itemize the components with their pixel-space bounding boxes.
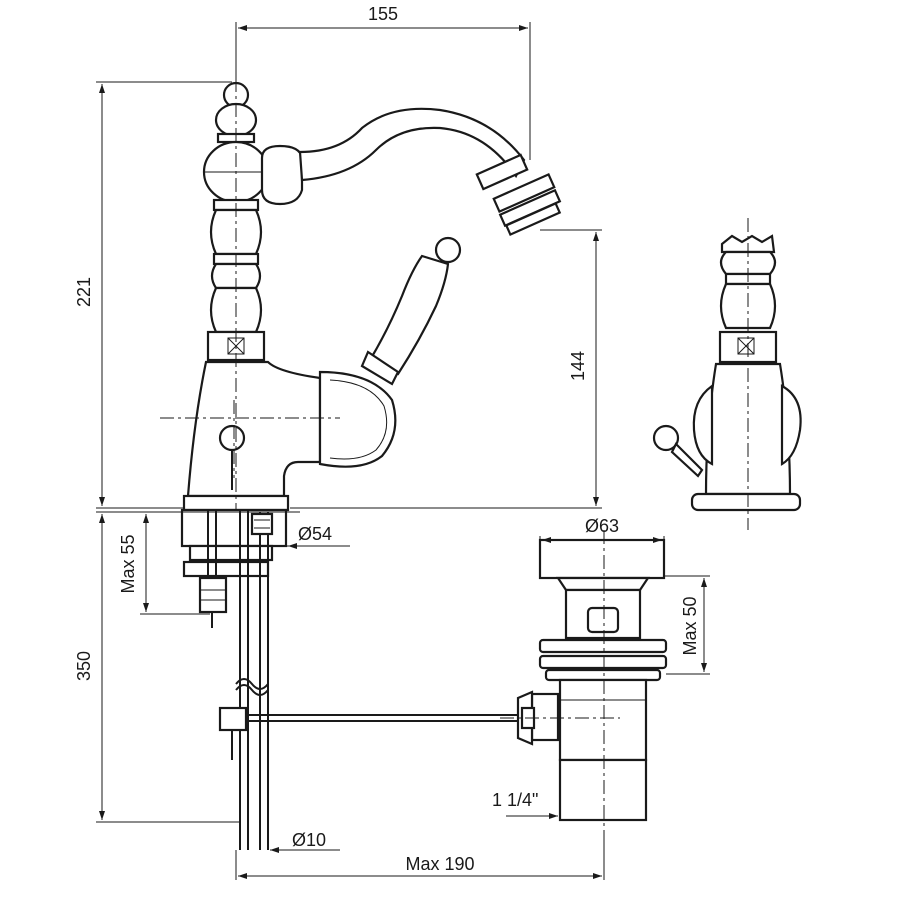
dim-144: 144 (568, 351, 588, 381)
dim-dia-54: Ø54 (298, 524, 332, 544)
faucet-side-view (652, 218, 802, 530)
pop-up-waste (500, 530, 668, 836)
dim-dia-63: Ø63 (585, 516, 619, 536)
dim-dia-10: Ø10 (292, 830, 326, 850)
faucet-front-view (160, 78, 562, 512)
dim-221: 221 (74, 277, 94, 307)
dim-max-55: Max 55 (118, 534, 138, 593)
dim-155: 155 (368, 4, 398, 24)
dimension-lines (96, 22, 710, 880)
dim-thread: 1 1/4" (492, 790, 538, 810)
under-counter-fixings (180, 508, 522, 850)
dim-max-50: Max 50 (680, 596, 700, 655)
dim-350: 350 (74, 651, 94, 681)
dim-max-190: Max 190 (405, 854, 474, 874)
